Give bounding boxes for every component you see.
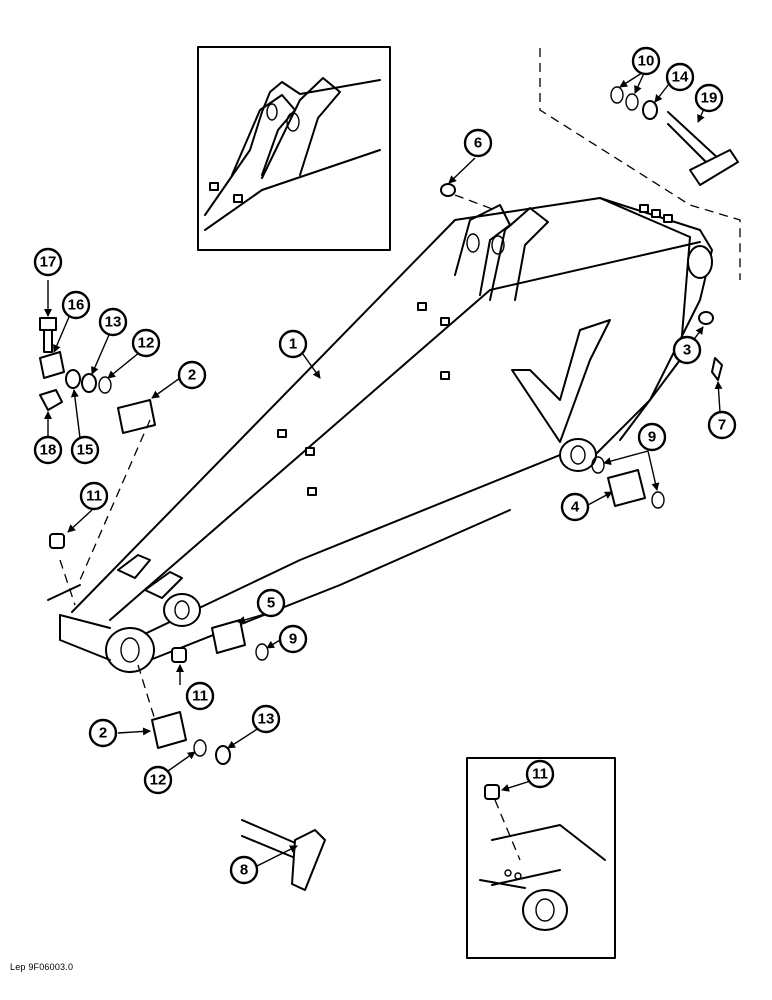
- callout-1: 1: [278, 329, 308, 359]
- callout-11-inset: 11: [525, 759, 555, 789]
- inset-bottom-detail: [466, 757, 616, 959]
- callout-2-upper: 2: [177, 360, 207, 390]
- svg-text:1: 1: [289, 336, 297, 353]
- svg-text:7: 7: [718, 417, 726, 434]
- callout-9-right: 9: [637, 422, 667, 452]
- callout-4: 4: [560, 492, 590, 522]
- svg-text:10: 10: [638, 53, 655, 70]
- callout-6: 6: [463, 128, 493, 158]
- svg-text:18: 18: [40, 442, 57, 459]
- callout-2-lower: 2: [88, 718, 118, 748]
- callout-9-left: 9: [278, 624, 308, 654]
- svg-text:19: 19: [701, 90, 718, 107]
- svg-text:11: 11: [86, 488, 102, 505]
- callout-3: 3: [672, 335, 702, 365]
- leader-lines: [44, 70, 723, 867]
- callout-17: 17: [33, 247, 63, 277]
- svg-text:11: 11: [192, 688, 208, 705]
- svg-text:8: 8: [240, 862, 248, 879]
- callout-15: 15: [70, 435, 100, 465]
- svg-text:6: 6: [474, 135, 482, 152]
- svg-text:17: 17: [40, 254, 57, 271]
- svg-text:12: 12: [150, 772, 167, 789]
- callout-16: 16: [61, 290, 91, 320]
- callout-7: 7: [707, 410, 737, 440]
- svg-text:13: 13: [105, 314, 122, 331]
- svg-text:14: 14: [672, 69, 689, 86]
- callout-11-left: 11: [79, 481, 109, 511]
- callout-10: 10: [631, 46, 661, 76]
- callout-18: 18: [33, 435, 63, 465]
- svg-text:9: 9: [289, 631, 297, 648]
- callout-11-center: 11: [185, 681, 215, 711]
- svg-text:11: 11: [532, 766, 548, 783]
- callout-19: 19: [694, 83, 724, 113]
- boom-body: [47, 197, 713, 673]
- svg-text:2: 2: [99, 725, 107, 742]
- reference-code: Lep 9F06003.0: [10, 962, 74, 972]
- svg-text:2: 2: [188, 367, 196, 384]
- svg-text:4: 4: [571, 499, 580, 516]
- svg-text:3: 3: [683, 342, 691, 359]
- svg-text:5: 5: [267, 595, 275, 612]
- svg-text:9: 9: [648, 429, 656, 446]
- inset-top-detail: [197, 46, 391, 251]
- svg-text:16: 16: [68, 297, 85, 314]
- callout-13-upper: 13: [98, 307, 128, 337]
- callout-5: 5: [256, 588, 286, 618]
- callout-13-lower: 13: [251, 704, 281, 734]
- svg-text:12: 12: [138, 335, 155, 352]
- callout-12-lower: 12: [143, 765, 173, 795]
- callout-8: 8: [229, 855, 259, 885]
- svg-text:15: 15: [77, 442, 94, 459]
- callout-12-upper: 12: [131, 328, 161, 358]
- callout-14: 14: [665, 62, 695, 92]
- svg-text:13: 13: [258, 711, 275, 728]
